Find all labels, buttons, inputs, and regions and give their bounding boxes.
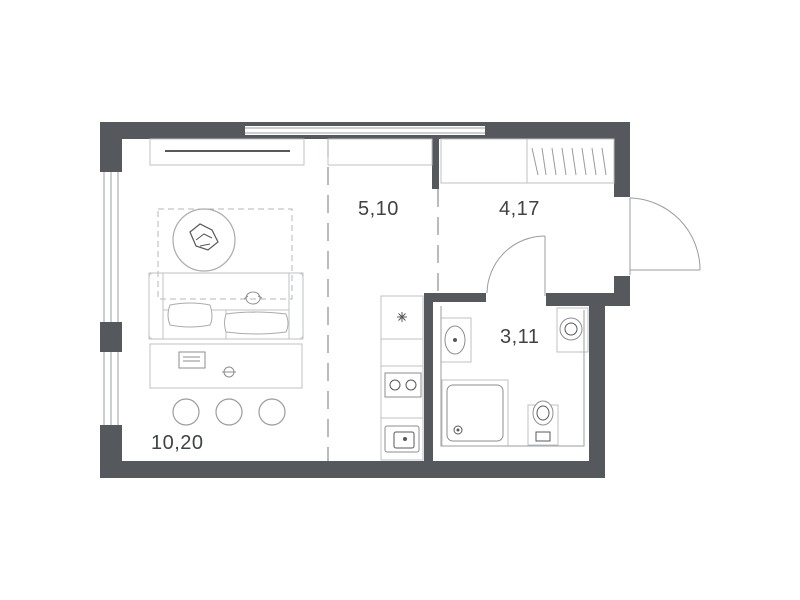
- bathtub-shower-icon: [441, 379, 509, 447]
- kitchen-cabinets-icon: [380, 295, 424, 461]
- wall-right-upper: [614, 122, 630, 197]
- wall-left-mid: [100, 322, 122, 352]
- hob-icon: [384, 372, 422, 398]
- stool-icon: [172, 398, 286, 426]
- wall-stub: [432, 139, 439, 189]
- tv-unit-icon: [149, 138, 433, 166]
- top-window-icon: [245, 126, 485, 135]
- door-swing-icon: [629, 197, 701, 275]
- wall-bath-top-left: [424, 293, 486, 302]
- ottoman-icon: [172, 208, 236, 272]
- walls: [100, 122, 630, 478]
- pillow-icon: [167, 302, 289, 335]
- hallway-area: 4,17: [499, 198, 540, 220]
- washing-machine-icon: [556, 307, 589, 353]
- wall-bath-right: [589, 306, 605, 478]
- wall-left-bottom: [100, 425, 122, 478]
- wall-bath-left: [424, 293, 433, 478]
- bathroom-area: 3,11: [500, 326, 540, 348]
- rug-icon: [157, 208, 293, 300]
- kitchen-area: 5,10: [358, 198, 399, 220]
- sink-icon: [384, 425, 420, 453]
- bathroom-door-icon: [486, 235, 546, 296]
- wall-left-top: [100, 122, 122, 172]
- wall-bottom: [100, 461, 605, 478]
- bathroom-floor-line: [440, 306, 585, 447]
- desk-icon: [149, 343, 303, 389]
- living-room-area: 10,20: [151, 432, 204, 454]
- window-icon: [100, 172, 122, 425]
- washbasin-icon: [440, 317, 472, 363]
- wall-bath-top-right: [546, 293, 630, 306]
- sofa-icon: [148, 272, 304, 340]
- toilet-icon: [527, 400, 559, 446]
- wardrobe-icon: [440, 138, 615, 184]
